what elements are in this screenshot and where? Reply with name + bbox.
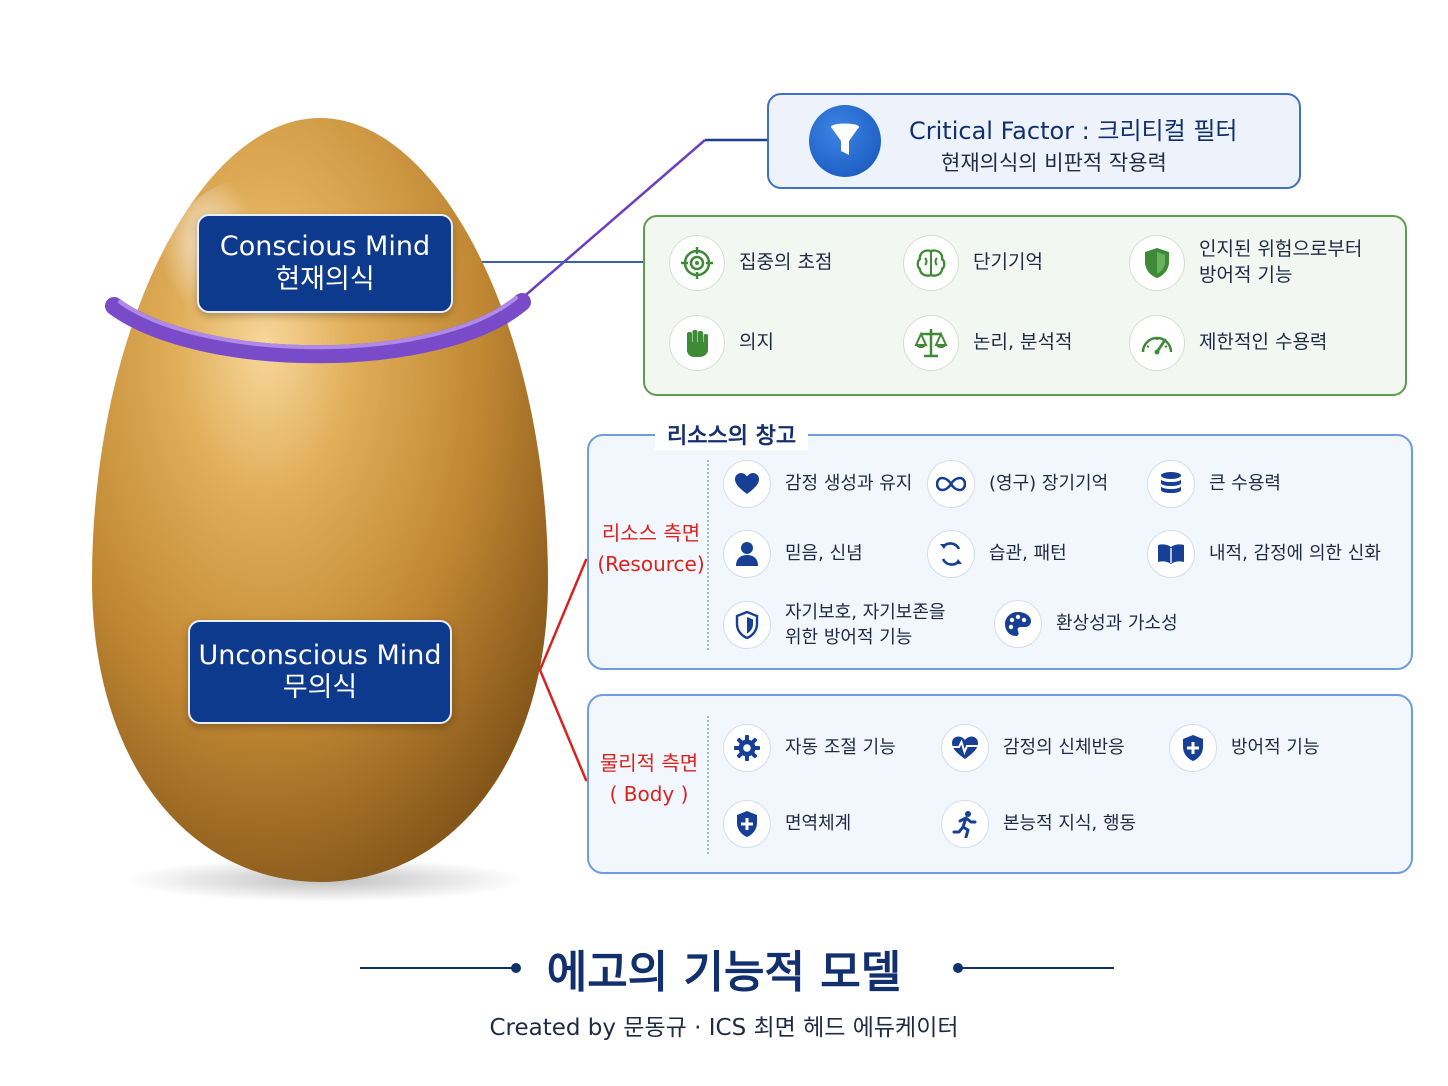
funnel-icon: [809, 105, 881, 177]
heartbeat-icon: [941, 724, 989, 772]
conscious-item-text: 논리, 분석적: [973, 331, 1073, 354]
resource-item-text: 습관, 패턴: [989, 543, 1067, 565]
body-item-text: 자동 조절 기능: [785, 737, 896, 759]
resource-item-text: 감정 생성과 유지: [785, 473, 913, 495]
body-item-text: 본능적 지식, 행동: [1003, 813, 1137, 835]
shield-plus-icon: [723, 800, 771, 848]
conscious-mind-en: Conscious Mind: [219, 231, 431, 263]
conscious-item-logic: 논리, 분석적: [903, 315, 1072, 371]
purple-band: [105, 293, 531, 364]
database-icon: [1147, 460, 1195, 508]
conscious-item-text-multiline: 인지된 위험으로부터 방어적 기능: [1199, 237, 1362, 288]
conscious-functions-box: 집중의 초점 단기기억 인지된 위험으로부터 방어적 기능 의지 논리, 분석적…: [643, 215, 1407, 396]
body-item-instinct: 본능적 지식, 행동: [941, 800, 1136, 848]
body-item-emotion-response: 감정의 신체반응: [941, 724, 1125, 772]
body-item-text: 감정의 신체반응: [1003, 737, 1125, 759]
conscious-mind-label: Conscious Mind 현재의식: [197, 214, 453, 313]
resource-box: 리소스 측면 (Resource) 감정 생성과 유지 (영구) 장기기억 큰 …: [587, 434, 1413, 670]
resource-item-fantasy: 환상성과 가소성: [994, 600, 1178, 648]
resource-item-myth: 내적, 감정에 의한 신화: [1147, 530, 1381, 578]
body-item-defense: 방어적 기능: [1169, 724, 1320, 772]
resource-side-label: 리소스 측면 (Resource): [597, 518, 705, 580]
resource-item-belief: 믿음, 신념: [723, 530, 863, 578]
body-side-line2: ( Body ): [609, 782, 689, 806]
body-item-autonomic: 자동 조절 기능: [723, 724, 896, 772]
unconscious-mind-ko: 무의식: [282, 672, 358, 703]
main-title: 에고의 기능적 모델: [546, 947, 902, 998]
critical-factor-subtitle: 현재의식의 비판적 작용력: [941, 151, 1167, 175]
body-item-text: 면역체계: [785, 813, 852, 835]
body-item-immune: 면역체계: [723, 800, 851, 848]
shield-icon: [1129, 235, 1185, 291]
cycle-icon: [927, 530, 975, 578]
scales-icon: [903, 315, 959, 371]
conscious-mind-ko: 현재의식: [275, 263, 375, 295]
title-dot-left: [511, 963, 521, 973]
purple-band-highlight: [118, 296, 518, 350]
conscious-item-text: 단기기억: [973, 251, 1043, 274]
body-side-line1: 물리적 측면: [599, 751, 699, 775]
body-side-label: 물리적 측면 ( Body ): [595, 748, 703, 810]
infinity-icon: [927, 460, 975, 508]
resource-item-line2: 위한 방어적 기능: [785, 627, 913, 649]
conscious-item-line1: 인지된 위험으로부터: [1199, 238, 1363, 261]
resource-item-text: 내적, 감정에 의한 신화: [1209, 543, 1381, 565]
conscious-item-short-memory: 단기기억: [903, 235, 1043, 291]
resource-item-text: 큰 수용력: [1209, 473, 1281, 495]
conscious-item-will: 의지: [669, 315, 774, 371]
conscious-item-limited-capacity: 제한적인 수용력: [1129, 315, 1327, 371]
critical-factor-title: Critical Factor : 크리티컬 필터: [909, 117, 1238, 145]
credit-line: Created by 문동규 · ICS 최면 헤드 에듀케이터: [489, 1015, 959, 1041]
conscious-item-focus: 집중의 초점: [669, 235, 832, 291]
resource-item-habit: 습관, 패턴: [927, 530, 1067, 578]
conscious-item-line2: 방어적 기능: [1199, 264, 1293, 286]
target-icon: [669, 235, 725, 291]
person-icon: [723, 530, 771, 578]
fist-icon: [669, 315, 725, 371]
gear-icon: [723, 724, 771, 772]
resource-item-emotion: 감정 생성과 유지: [723, 460, 912, 508]
shield-icon: [723, 601, 771, 650]
resource-item-text: 믿음, 신념: [785, 543, 863, 565]
resource-item-text-multiline: 자기보호, 자기보존을 위한 방어적 기능: [785, 600, 945, 650]
resource-item-line1: 자기보호, 자기보존을: [785, 602, 946, 623]
book-icon: [1147, 530, 1195, 578]
heart-icon: [723, 460, 771, 508]
unconscious-mind-en: Unconscious Mind: [198, 639, 442, 671]
title-dot-right: [953, 963, 963, 973]
critical-factor-box: Critical Factor : 크리티컬 필터 현재의식의 비판적 작용력: [767, 93, 1301, 189]
conscious-item-text: 의지: [739, 331, 774, 354]
unconscious-mind-label: Unconscious Mind 무의식: [188, 620, 452, 724]
resource-item-long-memory: (영구) 장기기억: [927, 460, 1108, 508]
running-icon: [941, 800, 989, 848]
resource-side-line2: (Resource): [597, 552, 705, 576]
title-decoration: [360, 963, 1114, 973]
conscious-item-text: 제한적인 수용력: [1199, 331, 1328, 354]
resource-item-capacity: 큰 수용력: [1147, 460, 1281, 508]
conscious-item-text: 집중의 초점: [739, 251, 833, 274]
brain-icon: [903, 235, 959, 291]
body-item-text: 방어적 기능: [1231, 737, 1320, 759]
resource-item-text: (영구) 장기기억: [989, 473, 1109, 495]
resource-divider: [707, 460, 709, 650]
resource-item-self-protection: 자기보호, 자기보존을 위한 방어적 기능: [723, 600, 945, 650]
conscious-item-danger-defense: 인지된 위험으로부터 방어적 기능: [1129, 235, 1362, 291]
shield-plus-icon: [1169, 724, 1217, 772]
critical-connector: [519, 139, 706, 301]
resource-side-line1: 리소스 측면: [601, 521, 701, 545]
body-box: 물리적 측면 ( Body ) 자동 조절 기능 감정의 신체반응 방어적 기능…: [587, 694, 1413, 874]
palette-icon: [994, 600, 1042, 648]
resource-heading: 리소스의 창고: [655, 418, 809, 450]
resource-item-text: 환상성과 가소성: [1056, 613, 1178, 635]
gauge-icon: [1129, 315, 1185, 371]
body-divider: [707, 716, 709, 854]
